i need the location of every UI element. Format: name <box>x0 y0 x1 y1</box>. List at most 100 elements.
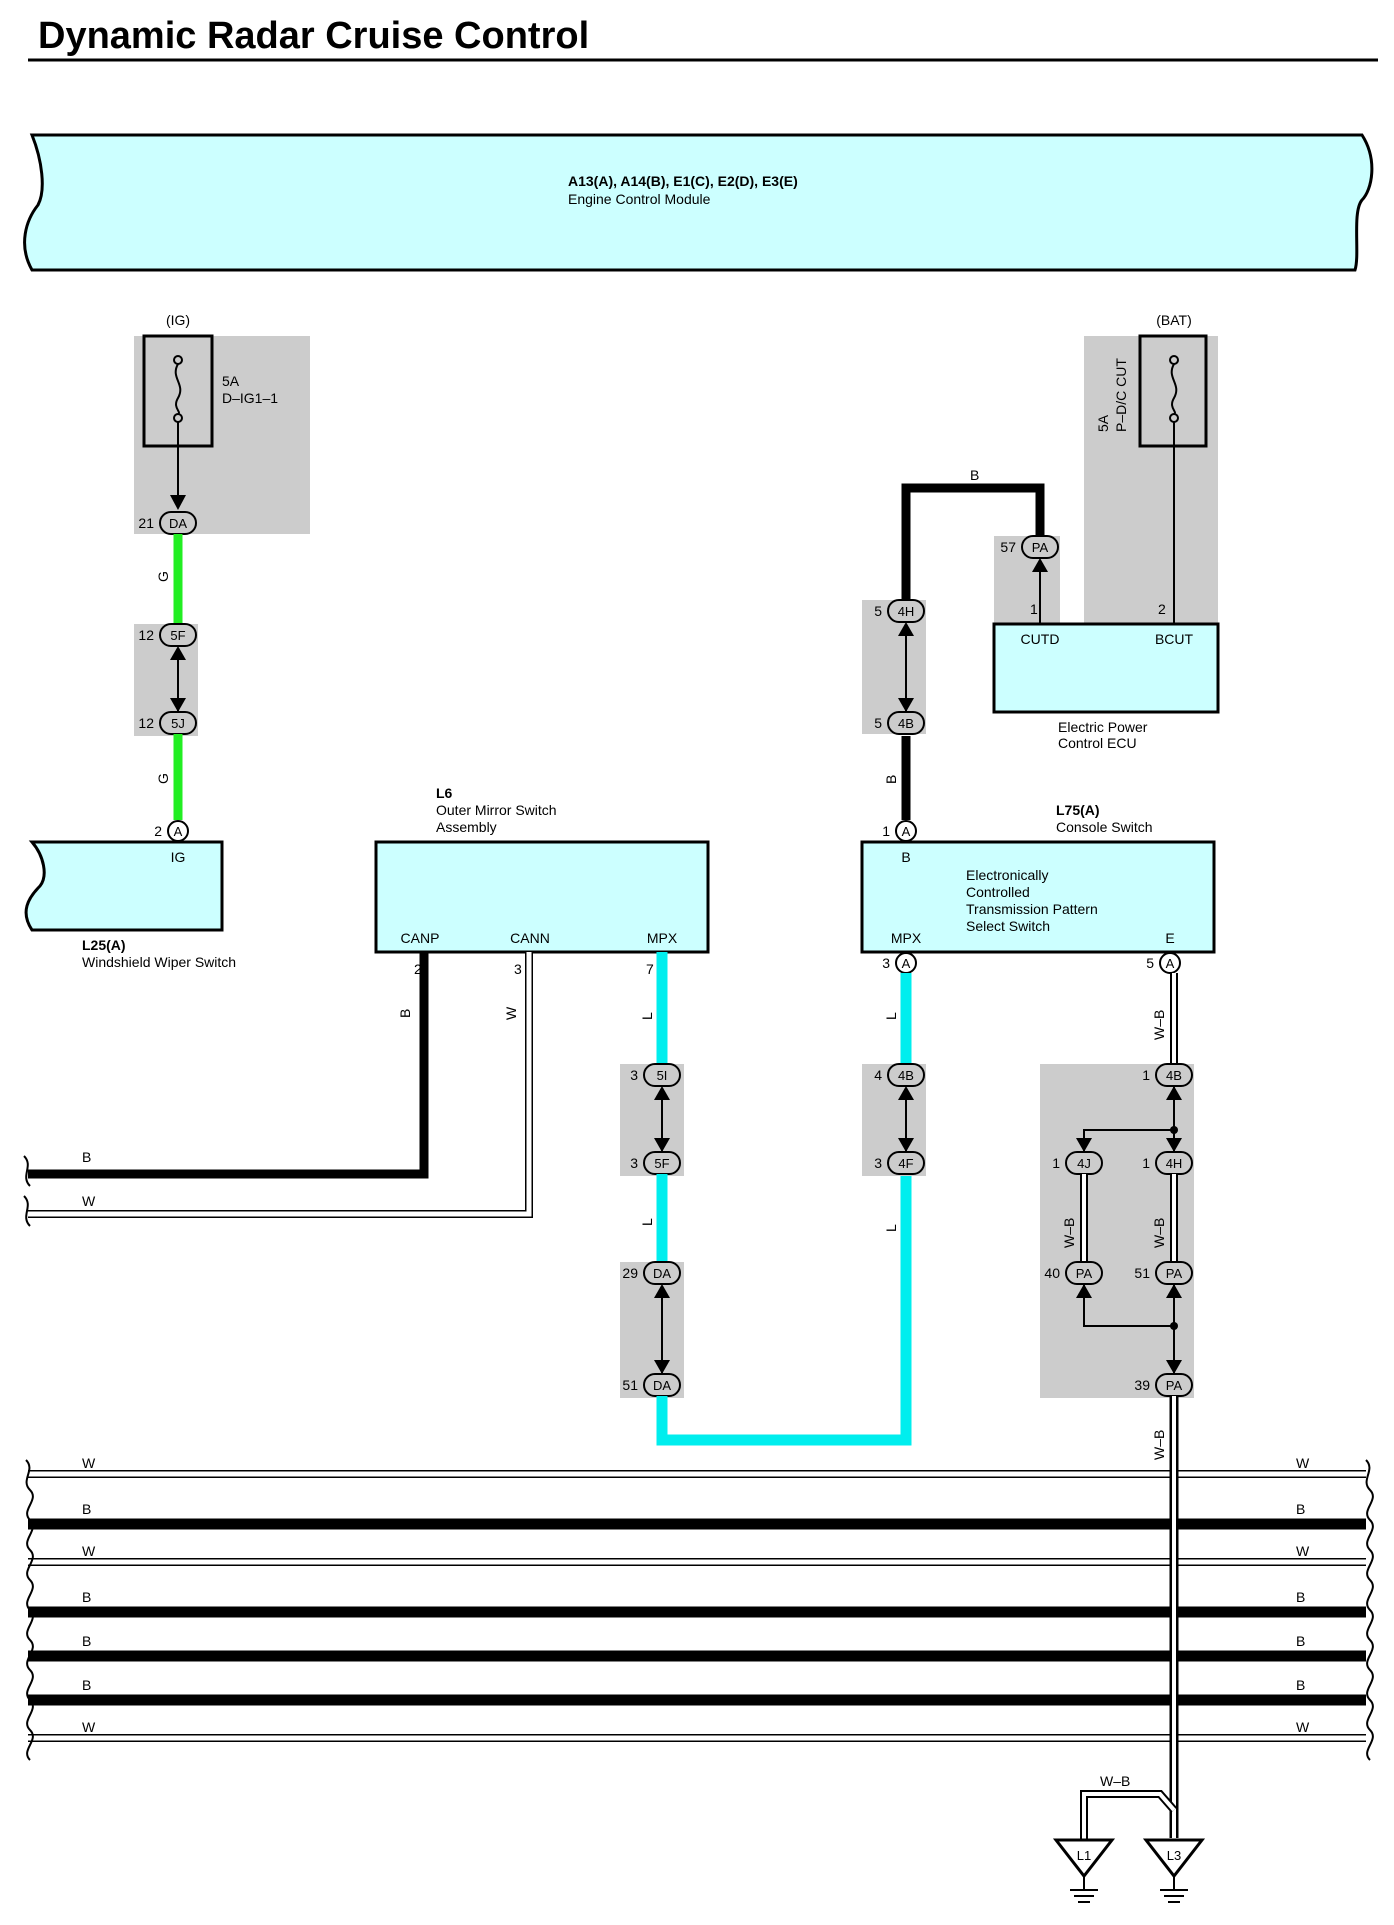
ground-l1-label: L1 <box>1077 1848 1091 1863</box>
up-arrow-icon <box>898 622 914 636</box>
connector-5j-12-label: 5J <box>171 716 185 731</box>
junction-ground-box <box>1040 1064 1194 1398</box>
connector-pa-39-pin: 39 <box>1134 1377 1150 1393</box>
electric-power-control-ecu-block <box>992 622 1220 714</box>
console-switch-code: L75(A) <box>1056 802 1100 818</box>
console-desc-4: Select Switch <box>966 918 1050 934</box>
bat-fuse-name: P–D/C CUT <box>1113 358 1129 432</box>
ig-supply-label: (IG) <box>166 312 190 328</box>
console-pin-num-b: 1 <box>882 823 890 839</box>
outer-mirror-switch-block <box>374 840 710 954</box>
connector-da-21-label: DA <box>169 516 187 531</box>
mirror-pin-num-mpx: 7 <box>646 961 654 977</box>
wiper-switch-code: L25(A) <box>82 937 126 953</box>
connector-da-29-label: DA <box>653 1266 671 1281</box>
ecu-name-2: Control ECU <box>1058 735 1137 751</box>
console-connector-b <box>895 820 917 842</box>
bus-left-label-2: B <box>82 1501 91 1517</box>
bus-break-left-icon <box>25 1459 34 1761</box>
console-pin-e: E <box>1165 930 1174 946</box>
ecu-pin-cutd: CUTD <box>1021 631 1060 647</box>
console-pin-num-mpx: 3 <box>882 955 890 971</box>
splice-point <box>1170 1126 1178 1134</box>
up-arrow-icon <box>654 1284 670 1298</box>
bat-fuse-icon <box>1170 363 1178 415</box>
wire-canp-label: B <box>397 1009 413 1018</box>
mirror-pin-mpx: MPX <box>647 930 678 946</box>
wire-wb-label-3: W–B <box>1151 1218 1167 1248</box>
connector-pa-57-pin: 57 <box>1000 539 1016 555</box>
mirror-pin-canp: CANP <box>401 930 440 946</box>
bus-right-label-5: B <box>1296 1633 1305 1649</box>
console-connector-b-label: A <box>902 824 911 839</box>
wire-break-icon <box>23 1155 31 1227</box>
connector-pa-51-label: PA <box>1166 1266 1183 1281</box>
bus-lines <box>28 1470 1366 1742</box>
connector-pa-40-label: PA <box>1076 1266 1093 1281</box>
engine-control-module-block <box>23 133 1374 272</box>
wire-wb-label-5: W–B <box>1100 1773 1130 1789</box>
connector-da-51-pin: 51 <box>622 1377 638 1393</box>
bus-left-label-5: B <box>82 1633 91 1649</box>
console-connector-mpx-label: A <box>902 956 911 971</box>
mirror-pin-cann: CANN <box>510 930 550 946</box>
bus-left-label-3: W <box>82 1543 96 1559</box>
bus-left-label-6: B <box>82 1677 91 1693</box>
wire-w-cann <box>28 952 532 1217</box>
connector-5f-3-label: 5F <box>654 1156 669 1171</box>
ig-fuse-icon <box>174 363 182 415</box>
bus-left-label-1: W <box>82 1455 96 1471</box>
up-arrow-icon <box>170 646 186 660</box>
wire-l-console-label-1: L <box>883 1012 899 1020</box>
ecm-name: Engine Control Module <box>568 191 711 207</box>
connector-4b-5-label: 4B <box>898 716 914 731</box>
down-arrow-icon <box>1166 1360 1182 1374</box>
wire-l-mirror-label-2: L <box>639 1218 655 1226</box>
ecu-pin-bcut: BCUT <box>1155 631 1194 647</box>
mirror-pin-num-cann: 3 <box>514 961 522 977</box>
bus-right-label-1: W <box>1296 1455 1310 1471</box>
connector-5i-3-label: 5I <box>657 1068 668 1083</box>
wire-wb-l1 <box>1082 1792 1176 1840</box>
connector-4f-3-pin: 3 <box>874 1155 882 1171</box>
bus-right-label-6: B <box>1296 1677 1305 1693</box>
console-pin-b: B <box>901 849 910 865</box>
console-pin-num-e: 5 <box>1146 955 1154 971</box>
console-desc-3: Transmission Pattern <box>966 901 1098 917</box>
wire-cann-bus-label: W <box>82 1193 96 1209</box>
wire-b-console-label: B <box>883 775 899 784</box>
connector-5f-3-pin: 3 <box>630 1155 638 1171</box>
mirror-switch-name-1: Outer Mirror Switch <box>436 802 557 818</box>
connector-4b-5 <box>887 711 925 735</box>
bus-right-label-2: B <box>1296 1501 1305 1517</box>
wire-wb-label-2: W–B <box>1061 1218 1077 1248</box>
mirror-switch-name-2: Assembly <box>436 819 497 835</box>
ig-fuse-junction-box <box>134 336 310 534</box>
bat-fuse-junction-box <box>1084 336 1218 624</box>
connector-da-29-pin: 29 <box>622 1265 638 1281</box>
mirror-switch-code: L6 <box>436 785 453 801</box>
ig-fuse-rating: 5A <box>222 373 240 389</box>
bus-left-label-7: W <box>82 1719 96 1735</box>
wire-b-ecu-label: B <box>970 467 979 483</box>
down-arrow-icon <box>654 1138 670 1152</box>
bat-fuse-rating: 5A <box>1095 414 1111 432</box>
connector-da-21-pin: 21 <box>138 515 154 531</box>
connector-4f-3 <box>887 1151 925 1175</box>
bus-right-label-3: W <box>1296 1543 1310 1559</box>
connector-4b-1-label: 4B <box>1166 1068 1182 1083</box>
console-desc-1: Electronically <box>966 867 1048 883</box>
up-arrow-icon <box>898 1086 914 1100</box>
wiper-pin-ig: IG <box>171 849 186 865</box>
connector-5f-12-label: 5F <box>170 628 185 643</box>
connector-4b-5-pin: 5 <box>874 715 882 731</box>
wiper-switch-name: Windshield Wiper Switch <box>82 954 236 970</box>
down-arrow-icon <box>170 698 186 712</box>
down-arrow-icon <box>654 1360 670 1374</box>
connector-pa-40-pin: 40 <box>1044 1265 1060 1281</box>
connector-4j-1-label: 4J <box>1077 1156 1091 1171</box>
down-arrow-icon <box>898 1138 914 1152</box>
bus-left-label-4: B <box>82 1589 91 1605</box>
up-arrow-icon <box>1076 1284 1092 1298</box>
wire-l-mpx-loop <box>656 1174 912 1446</box>
